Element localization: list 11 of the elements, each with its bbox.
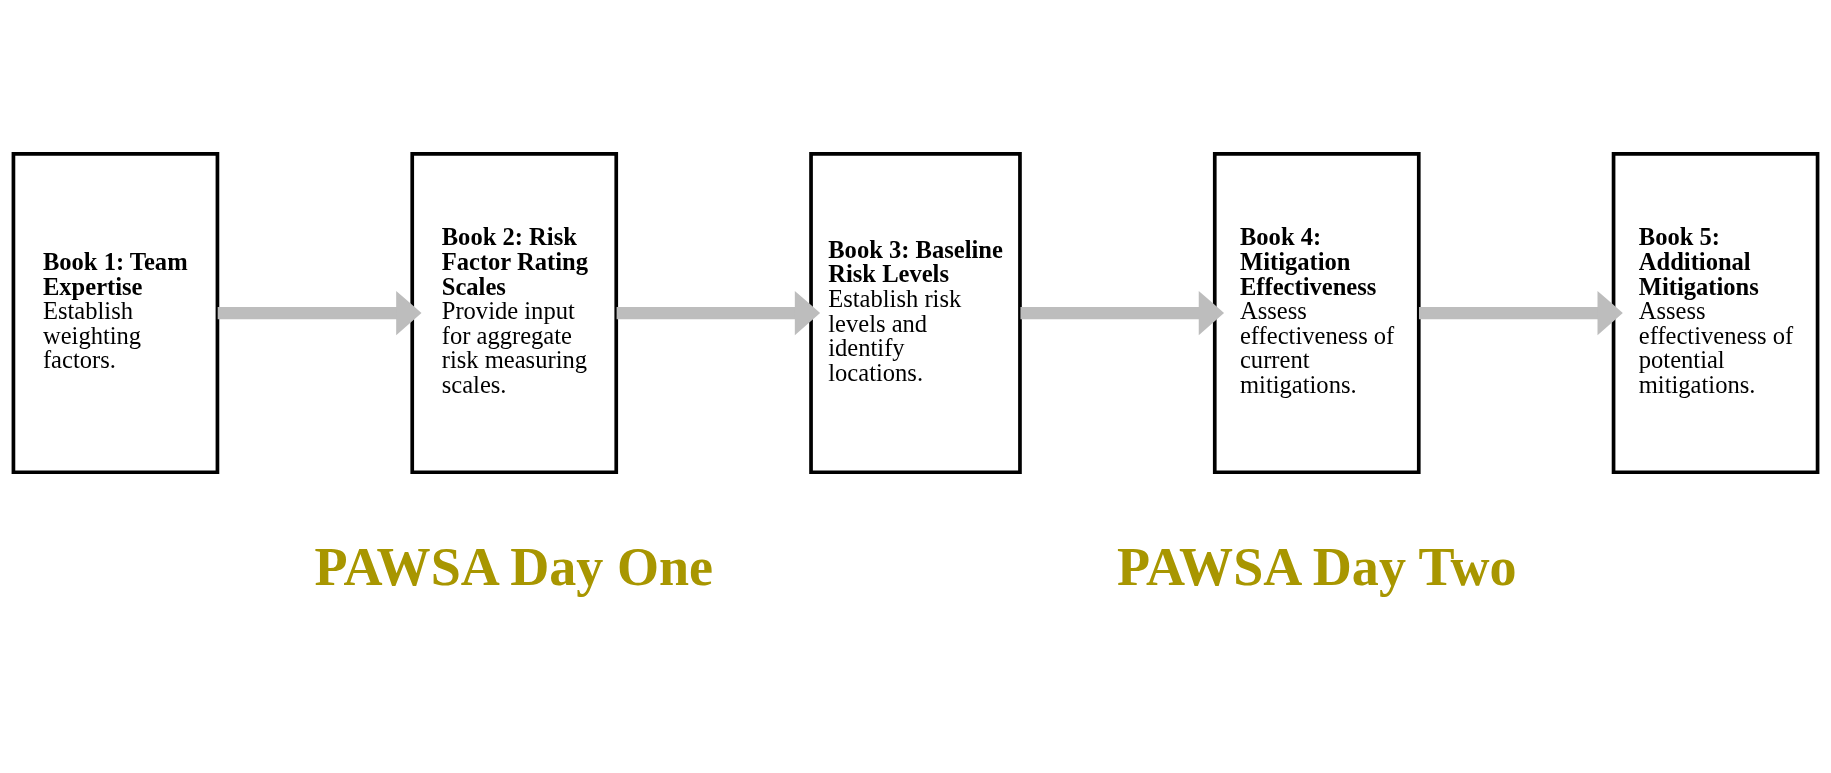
label: PAWSA Day Two	[1117, 536, 1517, 597]
arrow	[1419, 290, 1623, 336]
node-box: Book 1: Team Expertise Establish weighting factors.	[11, 152, 220, 475]
label: PAWSA Day One	[314, 536, 714, 597]
node-box: Book 5: Additional Mitigations Assess effectiveness of potential mitigations.	[1611, 152, 1820, 475]
arrow	[217, 290, 422, 336]
node-box: Book 2: Risk Factor Rating Scales Provide input for aggregate risk measuring scales.	[410, 152, 619, 475]
arrow	[616, 290, 821, 336]
arrow	[1020, 290, 1225, 336]
node-box: Book 3: Baseline Risk Levels Establish risk levels and identify locations.	[809, 152, 1022, 475]
node-box: Book 4: Mitigation Effectiveness Assess effectiveness of current mitigations.	[1212, 152, 1421, 475]
